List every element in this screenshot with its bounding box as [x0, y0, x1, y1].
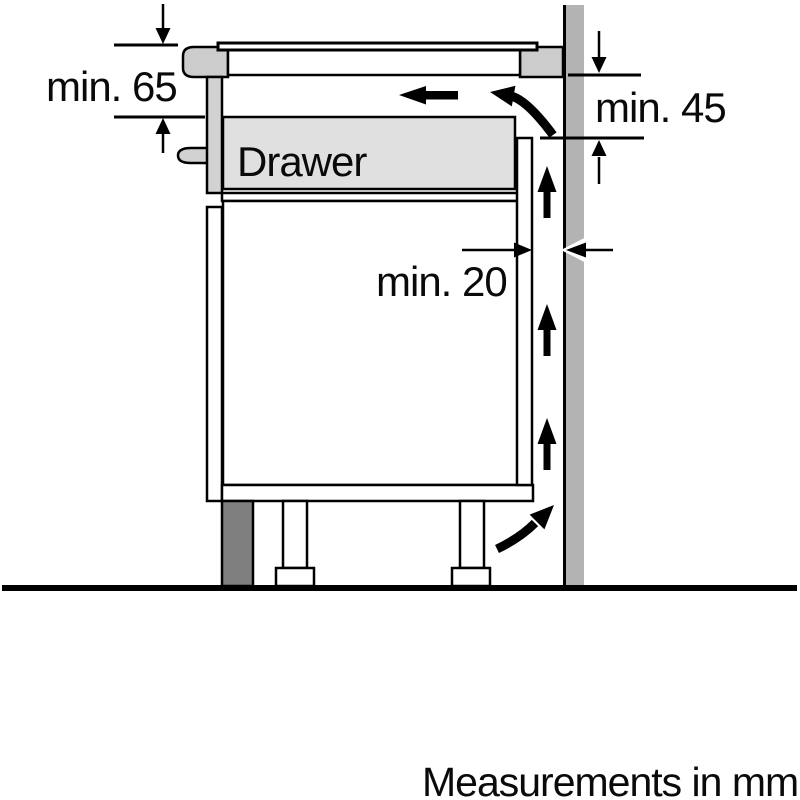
airflow-left-arrow-icon — [399, 86, 426, 105]
airflow-left-arrow-shaft — [424, 91, 458, 100]
dim-45-label: min. 45 — [595, 84, 727, 131]
airflow-arrows — [399, 85, 557, 554]
hob-glass-top — [216, 41, 539, 52]
dim-65-arrow-up-icon — [155, 118, 171, 134]
cabinet-door — [205, 205, 224, 503]
dimension-min-65 — [114, 4, 205, 153]
airflow-curve-bottom-arrow-icon — [529, 505, 554, 530]
worktop-front-section — [181, 45, 230, 79]
footer-note: Measurements in mm — [422, 759, 799, 800]
cabinet-leg-front-foot — [274, 566, 316, 588]
airflow-up-arrow-1-shaft — [543, 190, 551, 218]
drawer-label: Drawer — [237, 138, 367, 185]
drawer-box — [221, 115, 517, 191]
fixing-screw — [176, 146, 211, 165]
airflow-curve-top-arrow-icon — [490, 85, 516, 107]
airflow-up-arrow-2-shaft — [543, 328, 551, 356]
front-rail — [205, 75, 224, 195]
dim-45-arrow-up-icon — [591, 140, 607, 156]
cabinet-back-panel — [515, 136, 534, 487]
airflow-up-arrow-3-shaft — [543, 442, 551, 470]
dim-45-arrow-down-icon — [591, 57, 607, 73]
cabinet-interior — [221, 199, 520, 487]
cabinet-bottom-panel — [220, 483, 535, 503]
hob-body — [226, 47, 522, 77]
dim-20-arrow-right-icon — [514, 242, 532, 258]
wall-section — [563, 5, 584, 586]
airflow-up-arrow-1-icon — [537, 166, 557, 192]
airflow-up-arrow-2-icon — [537, 304, 557, 330]
airflow-up-arrow-3-icon — [537, 418, 557, 444]
dim-20-arrow-left-icon — [566, 242, 586, 258]
dimension-min-45 — [540, 31, 644, 184]
airflow-curve-bottom — [495, 519, 539, 554]
airflow-curve-top — [509, 91, 557, 138]
floor-line — [2, 585, 797, 591]
dim-65-arrow-down-icon — [155, 28, 171, 44]
dimension-min-20 — [462, 233, 613, 267]
plinth-panel — [220, 499, 255, 588]
cabinet-leg-rear-foot — [450, 566, 492, 588]
dim-65-label: min. 65 — [46, 63, 178, 110]
cabinet-leg-front-stem — [281, 499, 309, 570]
dim-20-label: min. 20 — [376, 258, 508, 305]
cabinet-leg-rear-stem — [458, 499, 486, 570]
